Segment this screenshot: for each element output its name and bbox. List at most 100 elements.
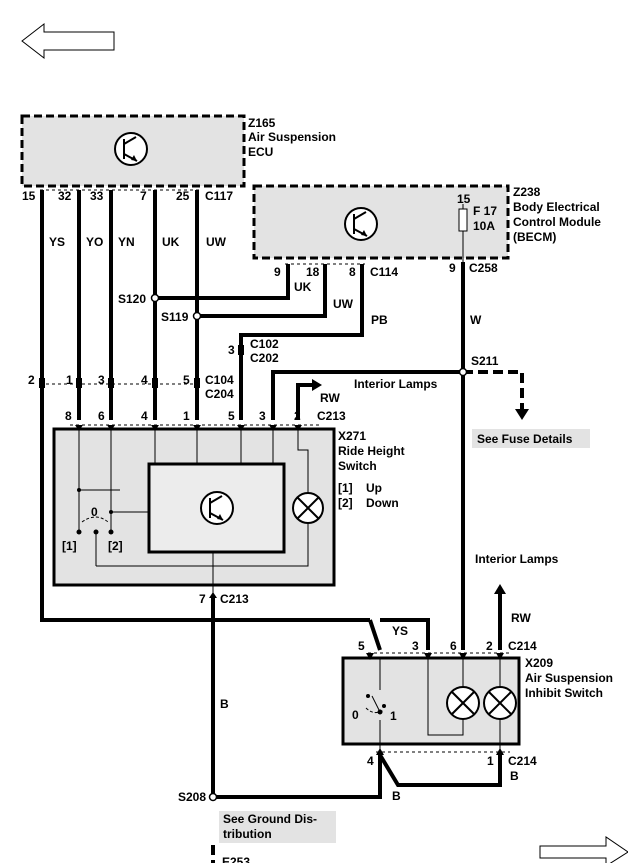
wire-uw: UW [206,235,227,249]
splice-s208: S208 [178,790,206,804]
wire-b-1: B [220,697,229,711]
becm-name-line2: Control Module [513,215,601,229]
x271-switch-pos-0: 0 [91,505,98,519]
connector-c202: C202 [250,351,279,365]
x209-name-line2: Inhibit Switch [525,686,603,700]
wire-pb: PB [371,313,388,327]
connector-c213-top: C213 [317,409,346,423]
x271-pin-6: 6 [98,409,105,423]
back-arrow-icon[interactable] [21,22,115,60]
ecu-pin-7: 7 [140,189,147,203]
x271-pin-8: 8 [65,409,72,423]
wire-uk-2: UK [294,280,312,294]
wire-ys: YS [49,235,65,249]
fuse-name: F 17 [473,204,497,218]
splice-s211: S211 [471,354,499,368]
ecu-name-line1: Air Suspension [248,130,336,144]
becm-id: Z238 [513,185,541,199]
wire-b-3: B [510,769,519,783]
c104-pin-4: 4 [141,373,148,387]
splice-points [150,293,468,802]
wire-yo: YO [86,235,103,249]
c258-pin-9: 9 [449,261,456,275]
forward-arrow-icon[interactable] [539,836,628,863]
splice-e253: E253 [222,855,250,863]
x271-switch-pos-2: [2] [108,539,123,553]
x271-pin-4: 4 [141,409,148,423]
inhibit-switch [341,652,521,752]
arrow-fuse-details-icon [515,409,529,420]
x209-switch-pos-0: 0 [352,708,359,722]
x271-pin-7: 7 [199,592,206,606]
x271-pin-5: 5 [228,409,235,423]
c104-pin-3: 3 [98,373,105,387]
x209-pin-6: 6 [450,639,457,653]
x271-option-1: [1] [338,481,353,495]
ecu-pin-33: 33 [90,189,104,203]
x209-id: X209 [525,656,553,670]
arrow-interior-lamps-2-icon [494,584,506,594]
wire-yn: YN [118,235,135,249]
connector-c213-bottom: C213 [220,592,249,606]
x271-id: X271 [338,429,366,443]
splice-s120: S120 [118,292,146,306]
x271-name-line1: Ride Height [338,444,405,458]
ecu-pin-15: 15 [22,189,36,203]
x209-pin-5: 5 [358,639,365,653]
connector-c104: C104 [205,373,234,387]
ride-height-switch [52,424,336,596]
interior-lamps-label-1: Interior Lamps [354,377,438,391]
see-ground-distribution-line2[interactable]: tribution [223,827,272,841]
wire-rw: RW [320,391,340,405]
fuse-pin-15: 15 [457,192,471,206]
ecu-name-line2: ECU [248,145,273,159]
x271-pin-2: 2 [294,409,301,423]
connector-c204: C204 [205,387,234,401]
connector-c214-bottom: C214 [508,754,537,768]
wire-rw-2: RW [511,611,531,625]
x209-switch-pos-1: 1 [390,709,397,723]
x209-pin-4: 4 [367,754,374,768]
ecu-connector-c117: C117 [205,189,233,203]
x271-option-1-label: Up [366,481,382,495]
see-ground-distribution-line1[interactable]: See Ground Dis- [223,812,317,826]
ecu-pin-32: 32 [58,189,72,203]
becm-module [252,184,510,262]
connector-c102: C102 [250,337,279,351]
interior-lamps-label-2: Interior Lamps [475,552,559,566]
x209-pin-2: 2 [486,639,493,653]
x209-pin-1: 1 [487,754,494,768]
arrow-interior-lamps-icon [312,379,322,391]
see-fuse-details-link[interactable]: See Fuse Details [477,432,573,446]
fuse-rating: 10A [473,219,495,233]
x271-option-2: [2] [338,496,353,510]
c114-pin-8: 8 [349,265,356,279]
splice-s119: S119 [161,310,189,324]
x271-option-2-label: Down [366,496,399,510]
connector-c258: C258 [469,261,498,275]
ecu-id: Z165 [248,116,276,130]
fuse-icon [458,208,468,232]
x271-pin-3: 3 [259,409,266,423]
c114-pin-9: 9 [274,265,281,279]
c114-pin-18: 18 [306,265,320,279]
x209-pin-3: 3 [412,639,419,653]
wire-w: W [470,313,482,327]
becm-name-line3: (BECM) [513,230,556,244]
x271-name-line2: Switch [338,459,377,473]
becm-name-line1: Body Electrical [513,200,600,214]
connector-c114: C114 [370,265,398,279]
wire-ys-2: YS [392,624,408,638]
wire-uw-2: UW [333,297,354,311]
x209-name-line1: Air Suspension [525,671,613,685]
ecu-pin-25: 25 [176,189,190,203]
x271-pin-1: 1 [183,409,190,423]
air-suspension-ecu [20,114,246,188]
c102-pin-3: 3 [228,343,235,357]
wire-uk: UK [162,235,180,249]
c104-pin-2: 2 [28,373,35,387]
x271-switch-pos-1: [1] [62,539,77,553]
c104-pin-5: 5 [183,373,190,387]
wire-b-2: B [392,789,401,803]
